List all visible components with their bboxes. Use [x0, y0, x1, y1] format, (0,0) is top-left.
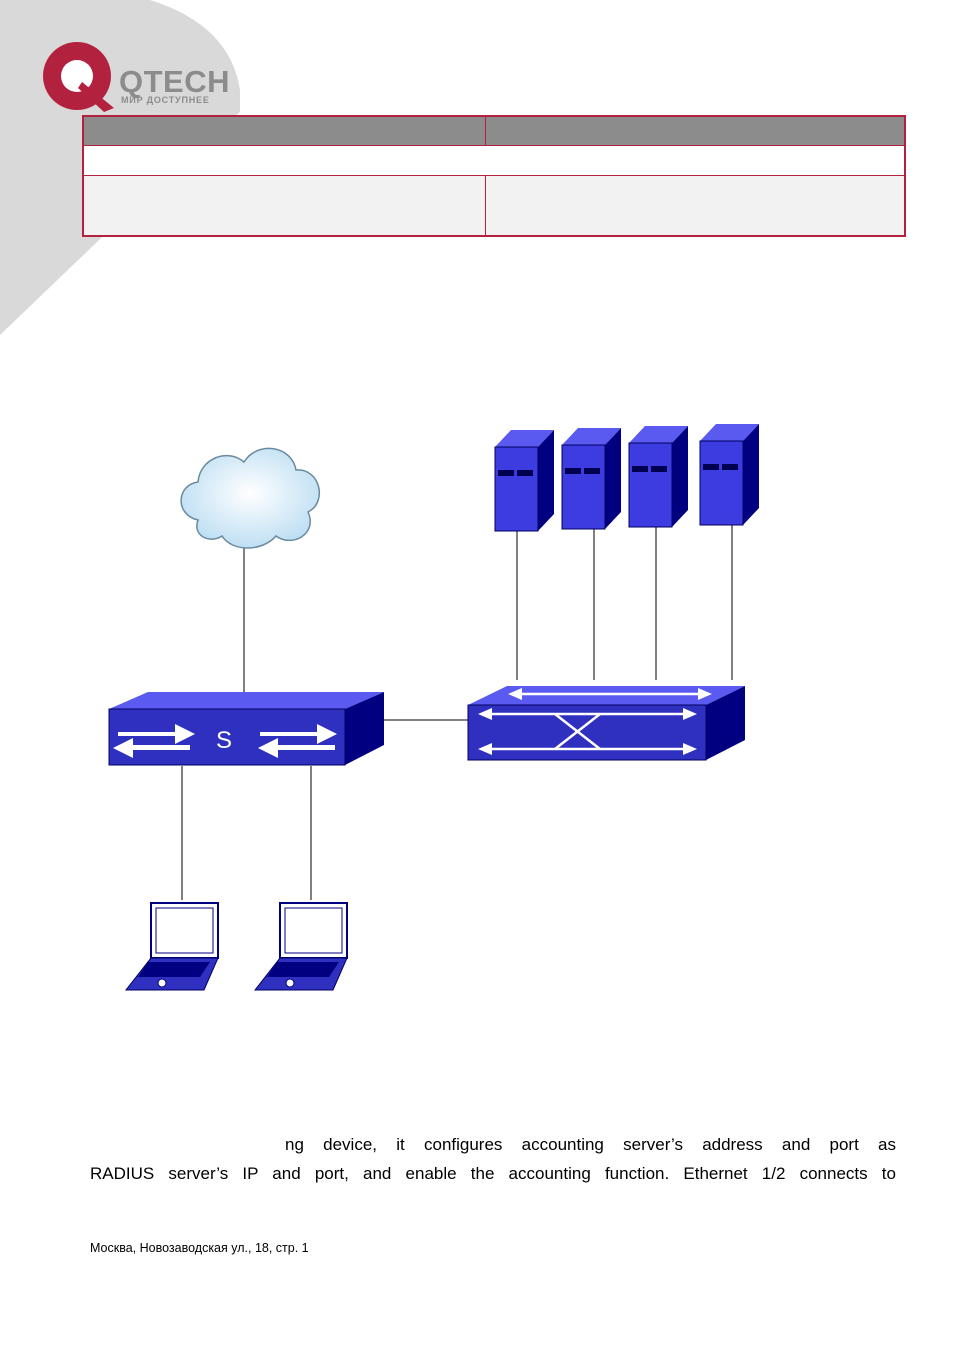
- laptop-icon: [253, 902, 348, 991]
- network-topology-diagram: S: [108, 424, 759, 991]
- table-band-cell: [82, 145, 906, 176]
- body-text-line: ng device, it configures accounting serv…: [285, 1135, 896, 1154]
- server-icon: [494, 430, 554, 532]
- table-header-cell: [82, 115, 486, 146]
- switch-icon: S: [108, 692, 384, 766]
- server-icon: [628, 426, 688, 528]
- table-cell: [485, 175, 906, 237]
- footer-address: Москва, Новозаводская ул., 18, стр. 1: [90, 1241, 309, 1255]
- table-row: [82, 175, 906, 237]
- server-icon: [699, 424, 759, 526]
- command-table: [82, 115, 906, 237]
- brand-tagline: МИР ДОСТУПНЕЕ: [121, 95, 210, 105]
- switch-label: S: [216, 727, 232, 754]
- table-header-row: [82, 115, 906, 146]
- table-header-cell: [485, 115, 906, 146]
- cloud-icon: [180, 447, 321, 549]
- laptop-icon: [124, 902, 219, 991]
- table-band-row: [82, 145, 906, 176]
- connection-lines: [181, 525, 733, 900]
- core-switch-icon: [467, 686, 745, 761]
- table-cell: [82, 175, 486, 237]
- qtech-logo-icon: [43, 42, 114, 112]
- server-icon: [561, 428, 621, 530]
- body-text-line: RADIUS server’s IP and port, and enable …: [90, 1164, 896, 1183]
- brand-name: QTECH: [119, 64, 230, 99]
